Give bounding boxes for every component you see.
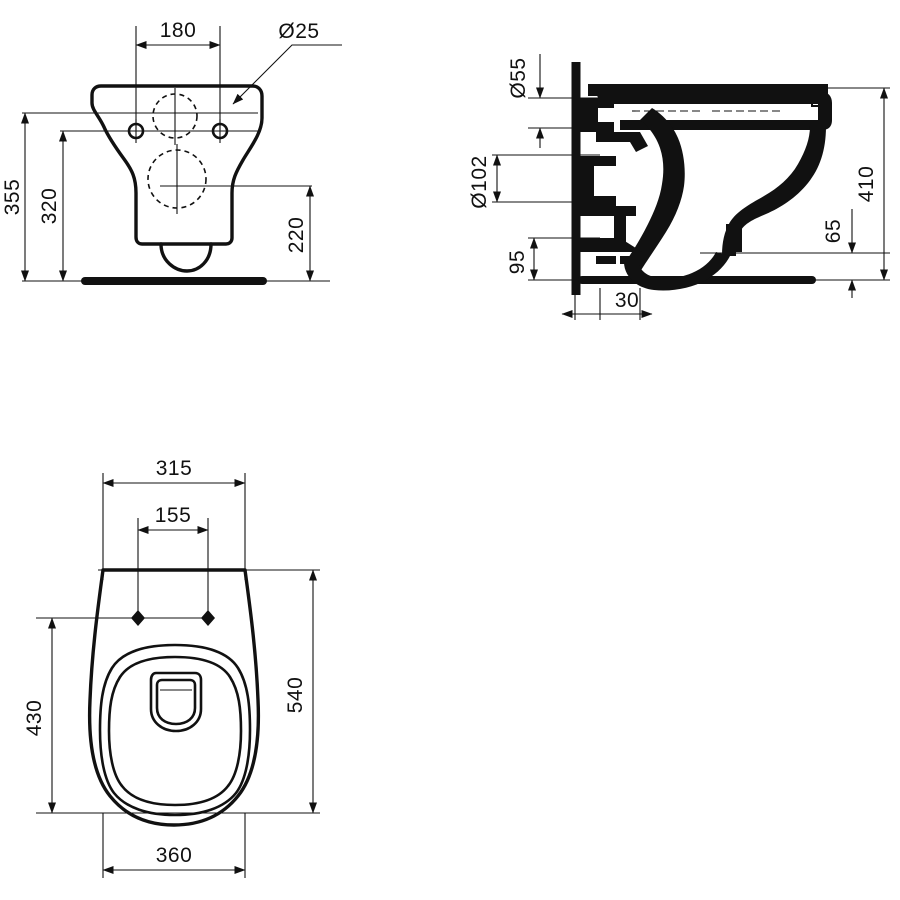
side-dim-diameter-102: Ø102 (468, 154, 501, 209)
plan-view-bowl-rim-outer (98, 643, 252, 817)
side-view-internal-base-plate (580, 238, 642, 252)
side-dim-30: 30 (561, 289, 653, 318)
front-dim-220: 220 (285, 185, 314, 282)
plan-view-outlet-opening-inner (155, 678, 197, 726)
front-dim-355-label: 355 (1, 179, 24, 216)
front-dim-320: 320 (38, 130, 67, 282)
plan-dim-540: 540 (284, 569, 317, 814)
front-view-fixing-hole-right (208, 119, 232, 143)
side-view-trap-wall (626, 108, 685, 272)
plan-dim-315-label: 315 (156, 457, 193, 480)
plan-dim-430: 430 (23, 617, 56, 814)
plan-dim-430-label: 430 (23, 700, 46, 737)
front-view: 180 Ø25 355 320 220 (1, 19, 342, 285)
side-dim-diameter-102-label: Ø102 (468, 155, 491, 208)
plan-view-outlet-opening-outer (149, 671, 203, 733)
side-view-internal-riser (614, 214, 626, 244)
front-dim-diameter-25-label: Ø25 (278, 20, 319, 43)
side-view-waste-outlet (580, 156, 616, 206)
side-view-rim-slots (632, 95, 823, 112)
side-view-foot-detail (726, 224, 742, 252)
side-dim-410-label: 410 (855, 166, 878, 203)
front-dim-220-label: 220 (285, 217, 308, 254)
plan-dim-360-label: 360 (156, 844, 193, 867)
front-dim-355: 355 (1, 112, 29, 282)
front-view-pan-outline (90, 84, 264, 246)
front-dim-180: 180 (135, 19, 221, 49)
plan-dim-315: 315 (102, 457, 246, 487)
side-view-internal-shelf (580, 206, 636, 216)
side-dim-30-label: 30 (615, 289, 639, 312)
side-section-view: Ø55 Ø102 95 30 410 65 (468, 54, 890, 320)
front-view-centre-lines (174, 88, 178, 214)
side-view-internal-baffle (596, 132, 648, 152)
side-dim-diameter-55-label: Ø55 (507, 57, 530, 98)
plan-view-fixing-hole-left (131, 610, 145, 626)
side-view-flush-inlet (580, 98, 614, 132)
side-dim-65-label: 65 (822, 219, 845, 243)
front-dim-320-label: 320 (38, 188, 61, 225)
front-view-outlet-arc (159, 242, 213, 273)
plan-dim-540-label: 540 (284, 677, 307, 714)
side-dim-95: 95 (506, 237, 538, 281)
side-view-trap-bottom (624, 252, 730, 291)
plan-dim-155-label: 155 (155, 504, 192, 527)
plan-view-bowl-rim-inner (107, 655, 243, 807)
side-dim-410: 410 (855, 87, 888, 281)
side-dim-95-label: 95 (506, 250, 529, 274)
front-dim-180-label: 180 (160, 19, 197, 42)
plan-view-fixing-hole-right (201, 610, 215, 626)
side-view-bowl-outer-wall (722, 126, 826, 256)
plan-view-pan-outline (87, 568, 261, 827)
side-view-internal-base-ribs (596, 256, 640, 264)
side-dim-65: 65 (822, 209, 856, 298)
plan-view: 315 155 540 430 360 (23, 457, 320, 878)
plan-dim-155: 155 (137, 504, 209, 534)
side-dim-diameter-55: Ø55 (507, 54, 544, 148)
plan-dim-360: 360 (102, 844, 246, 874)
front-view-fixing-hole-left (124, 119, 148, 143)
